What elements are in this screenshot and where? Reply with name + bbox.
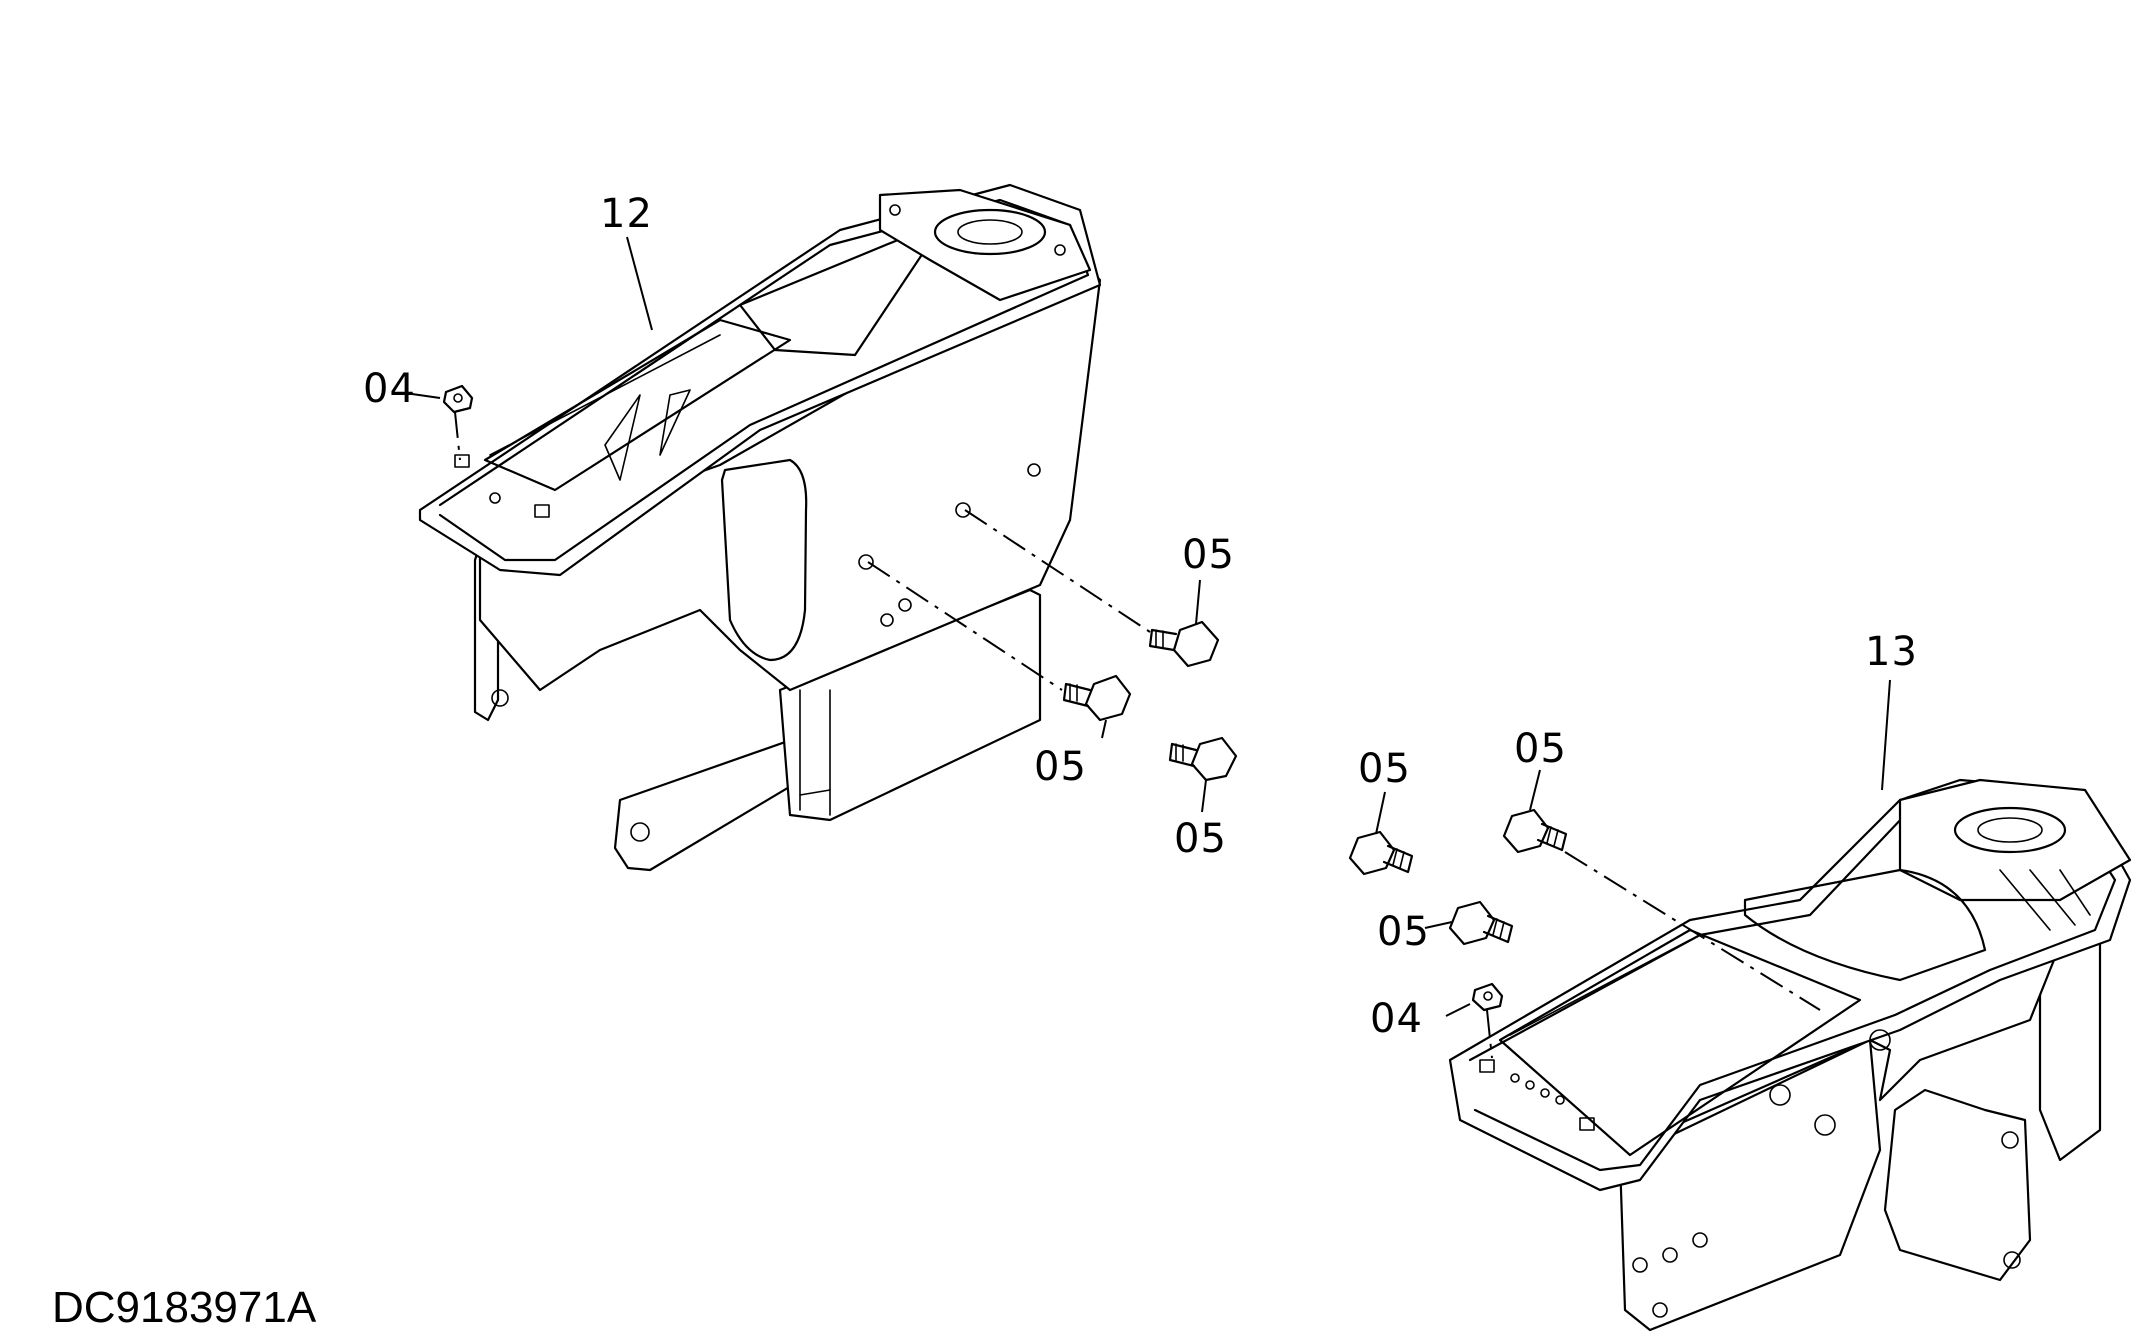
console-cover-12 [418,183,1102,872]
callout-05-d: 05 [1358,746,1411,792]
assembly-line-1 [964,509,1151,633]
callout-05-c: 05 [1174,816,1227,862]
console-body-13 [1448,778,2132,1332]
drawing-id: DC9183971A [52,1283,317,1332]
leader-05-d [1375,791,1386,835]
assembly-line-2 [867,561,1063,691]
callout-05-f: 05 [1377,909,1430,955]
assembly-line-4 [454,411,461,461]
callout-05-b: 05 [1034,744,1087,790]
clip-nut-04-left [442,384,474,414]
leader-04-left [411,393,441,399]
leader-12 [626,236,653,331]
assembly-line-3 [1564,851,1821,1011]
bolt-05-e [1502,808,1568,854]
leader-05-f [1424,921,1453,929]
clip-nut-04-right [1471,982,1504,1012]
bolt-05-a [1148,620,1220,668]
bolt-05-f [1448,900,1514,946]
leader-05-e [1529,769,1541,811]
leader-13 [1881,679,1891,791]
assembly-line-5 [1486,1009,1493,1059]
callout-04-left: 04 [363,366,416,412]
callout-12: 12 [600,191,653,237]
callout-13: 13 [1865,629,1918,675]
leader-05-a [1195,579,1201,625]
bolt-05-b [1062,674,1132,722]
callout-04-right: 04 [1370,996,1423,1042]
leader-05-b [1101,719,1107,739]
leader-05-c [1201,779,1207,813]
callout-05-a: 05 [1182,532,1235,578]
bolt-05-d [1348,830,1414,876]
callout-05-e: 05 [1514,726,1567,772]
leader-04-right [1445,1003,1471,1017]
bolt-05-c [1168,736,1238,782]
